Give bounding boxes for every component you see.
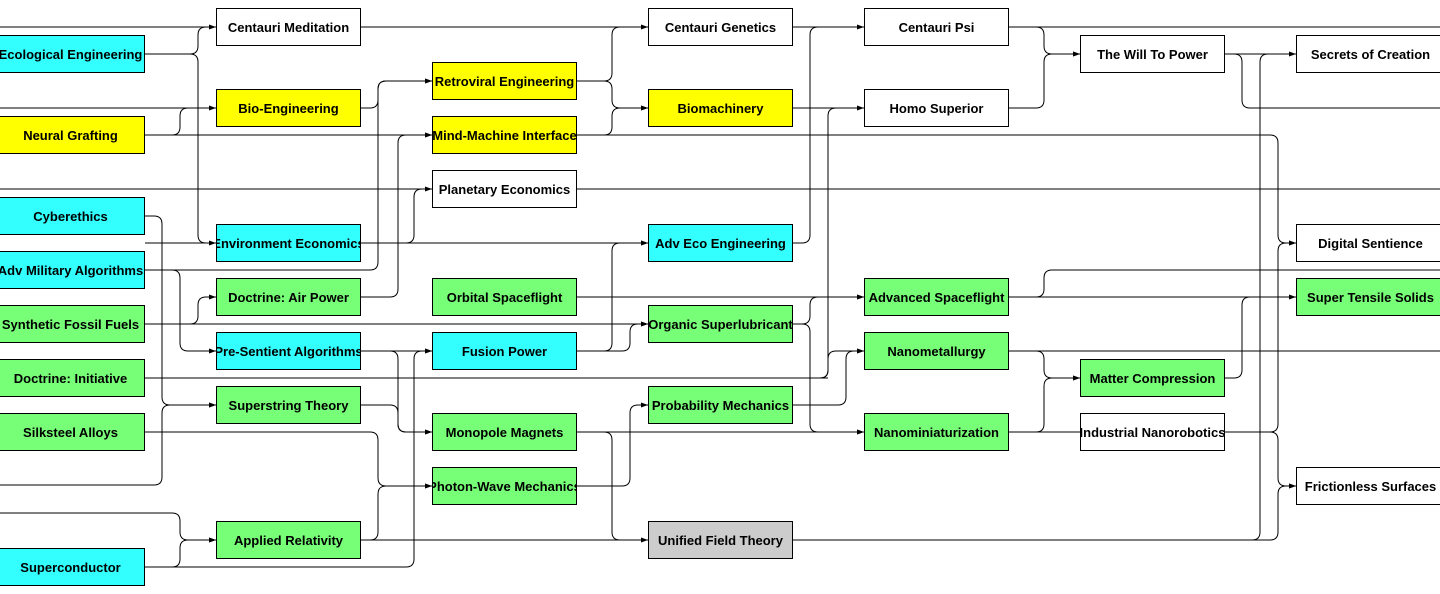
connector-unified-frictionless	[793, 483, 1296, 541]
connector-retroviral-genetics	[577, 24, 648, 82]
connector-homo-superior-will	[1009, 51, 1080, 109]
node-doctrine-initiative[interactable]: Doctrine: Initiative	[0, 359, 145, 397]
connector-offscreen-applied-relativity	[0, 512, 216, 543]
connector-fusion-organic	[577, 321, 648, 352]
connector-applied-photon-wave	[361, 483, 432, 541]
node-centauri-genetics[interactable]: Centauri Genetics	[648, 8, 793, 46]
node-frictionless-surfaces[interactable]: Frictionless Surfaces	[1296, 467, 1440, 505]
node-biomachinery[interactable]: Biomachinery	[648, 89, 793, 127]
connector-cyberethics-superstring	[145, 215, 216, 408]
node-fusion-power[interactable]: Fusion Power	[432, 332, 577, 370]
connector-mind-machine-biomachinery	[577, 105, 648, 136]
node-mind-machine-interface[interactable]: Mind-Machine Interface	[432, 116, 577, 154]
node-advanced-spaceflight[interactable]: Advanced Spaceflight	[864, 278, 1009, 316]
node-organic-superlubricant[interactable]: Organic Superlubricant	[648, 305, 793, 343]
node-photon-wave-mechanics[interactable]: Photon-Wave Mechanics	[432, 467, 577, 505]
node-silksteel-alloys[interactable]: Silksteel Alloys	[0, 413, 145, 451]
node-synthetic-fossil-fuels[interactable]: Synthetic Fossil Fuels	[0, 305, 145, 343]
node-homo-superior[interactable]: Homo Superior	[864, 89, 1009, 127]
node-retroviral-engineering[interactable]: Retroviral Engineering	[432, 62, 577, 100]
node-orbital-spaceflight[interactable]: Orbital Spaceflight	[432, 278, 577, 316]
connector-organic-nanominiaturization	[793, 323, 864, 435]
node-monopole-magnets[interactable]: Monopole Magnets	[432, 413, 577, 451]
connector-adv-eco-psi	[793, 24, 864, 244]
connector-organic-advanced-spaceflight	[793, 294, 864, 325]
node-neural-grafting[interactable]: Neural Grafting	[0, 116, 145, 154]
node-nanominiaturization[interactable]: Nanominiaturization	[864, 413, 1009, 451]
node-cyberethics[interactable]: Cyberethics	[0, 197, 145, 235]
connector-nanometallurgy-matter	[1009, 350, 1080, 381]
connector-photon-probability	[577, 402, 648, 487]
node-applied-relativity[interactable]: Applied Relativity	[216, 521, 361, 559]
connector-neural-bio-engineering	[145, 105, 216, 136]
connector-bio-engineering-retroviral	[361, 78, 432, 109]
node-centauri-psi[interactable]: Centauri Psi	[864, 8, 1009, 46]
connector-ecological-environment-economics	[145, 53, 216, 246]
connector-silksteel-photon-wave	[145, 431, 432, 489]
node-industrial-nanorobotics[interactable]: Industrial Nanorobotics	[1080, 413, 1225, 451]
connector-military-pre-sentient	[145, 269, 216, 354]
node-nanometallurgy[interactable]: Nanometallurgy	[864, 332, 1009, 370]
connector-superconductor-applied-relativity	[145, 537, 216, 568]
connector-psi-will-to-power	[1009, 26, 1080, 57]
connector-probability-nanometallurgy	[793, 348, 864, 406]
connector-pre-sentient-monopole	[361, 350, 432, 435]
connector-offscreen-superstring	[0, 402, 216, 486]
node-superconductor[interactable]: Superconductor	[0, 548, 145, 586]
connector-will-offscreen	[1225, 53, 1440, 109]
connector-industrial-frictionless	[1225, 431, 1296, 489]
node-pre-sentient-algorithms[interactable]: Pre-Sentient Algorithms	[216, 332, 361, 370]
node-the-will-to-power[interactable]: The Will To Power	[1080, 35, 1225, 73]
node-secrets-of-creation[interactable]: Secrets of Creation	[1296, 35, 1440, 73]
node-matter-compression[interactable]: Matter Compression	[1080, 359, 1225, 397]
node-super-tensile-solids[interactable]: Super Tensile Solids	[1296, 278, 1440, 316]
node-digital-sentience[interactable]: Digital Sentience	[1296, 224, 1440, 262]
connector-initiative-homo-superior	[819, 105, 864, 379]
node-centauri-meditation[interactable]: Centauri Meditation	[216, 8, 361, 46]
connector-air-power-mind-machine	[361, 132, 432, 298]
node-environment-economics[interactable]: Environment Economics	[216, 224, 361, 262]
connector-retroviral-biomachinery	[577, 80, 648, 111]
node-superstring-theory[interactable]: Superstring Theory	[216, 386, 361, 424]
connector-industrial-digital	[1225, 240, 1296, 433]
connector-superstring-monopole	[361, 404, 432, 435]
node-unified-field-theory[interactable]: Unified Field Theory	[648, 521, 793, 559]
connector-environment-planetary	[361, 186, 432, 244]
node-adv-eco-engineering[interactable]: Adv Eco Engineering	[648, 224, 793, 262]
node-bio-engineering[interactable]: Bio-Engineering	[216, 89, 361, 127]
connector-nanominiaturization-matter	[1009, 375, 1080, 433]
connector-ecological-centauri-meditation	[145, 24, 216, 55]
node-doctrine-air-power[interactable]: Doctrine: Air Power	[216, 278, 361, 316]
node-adv-military-algorithms[interactable]: Adv Military Algorithms	[0, 251, 145, 289]
node-ecological-engineering[interactable]: Ecological Engineering	[0, 35, 145, 73]
node-planetary-economics[interactable]: Planetary Economics	[432, 170, 577, 208]
node-probability-mechanics[interactable]: Probability Mechanics	[648, 386, 793, 424]
